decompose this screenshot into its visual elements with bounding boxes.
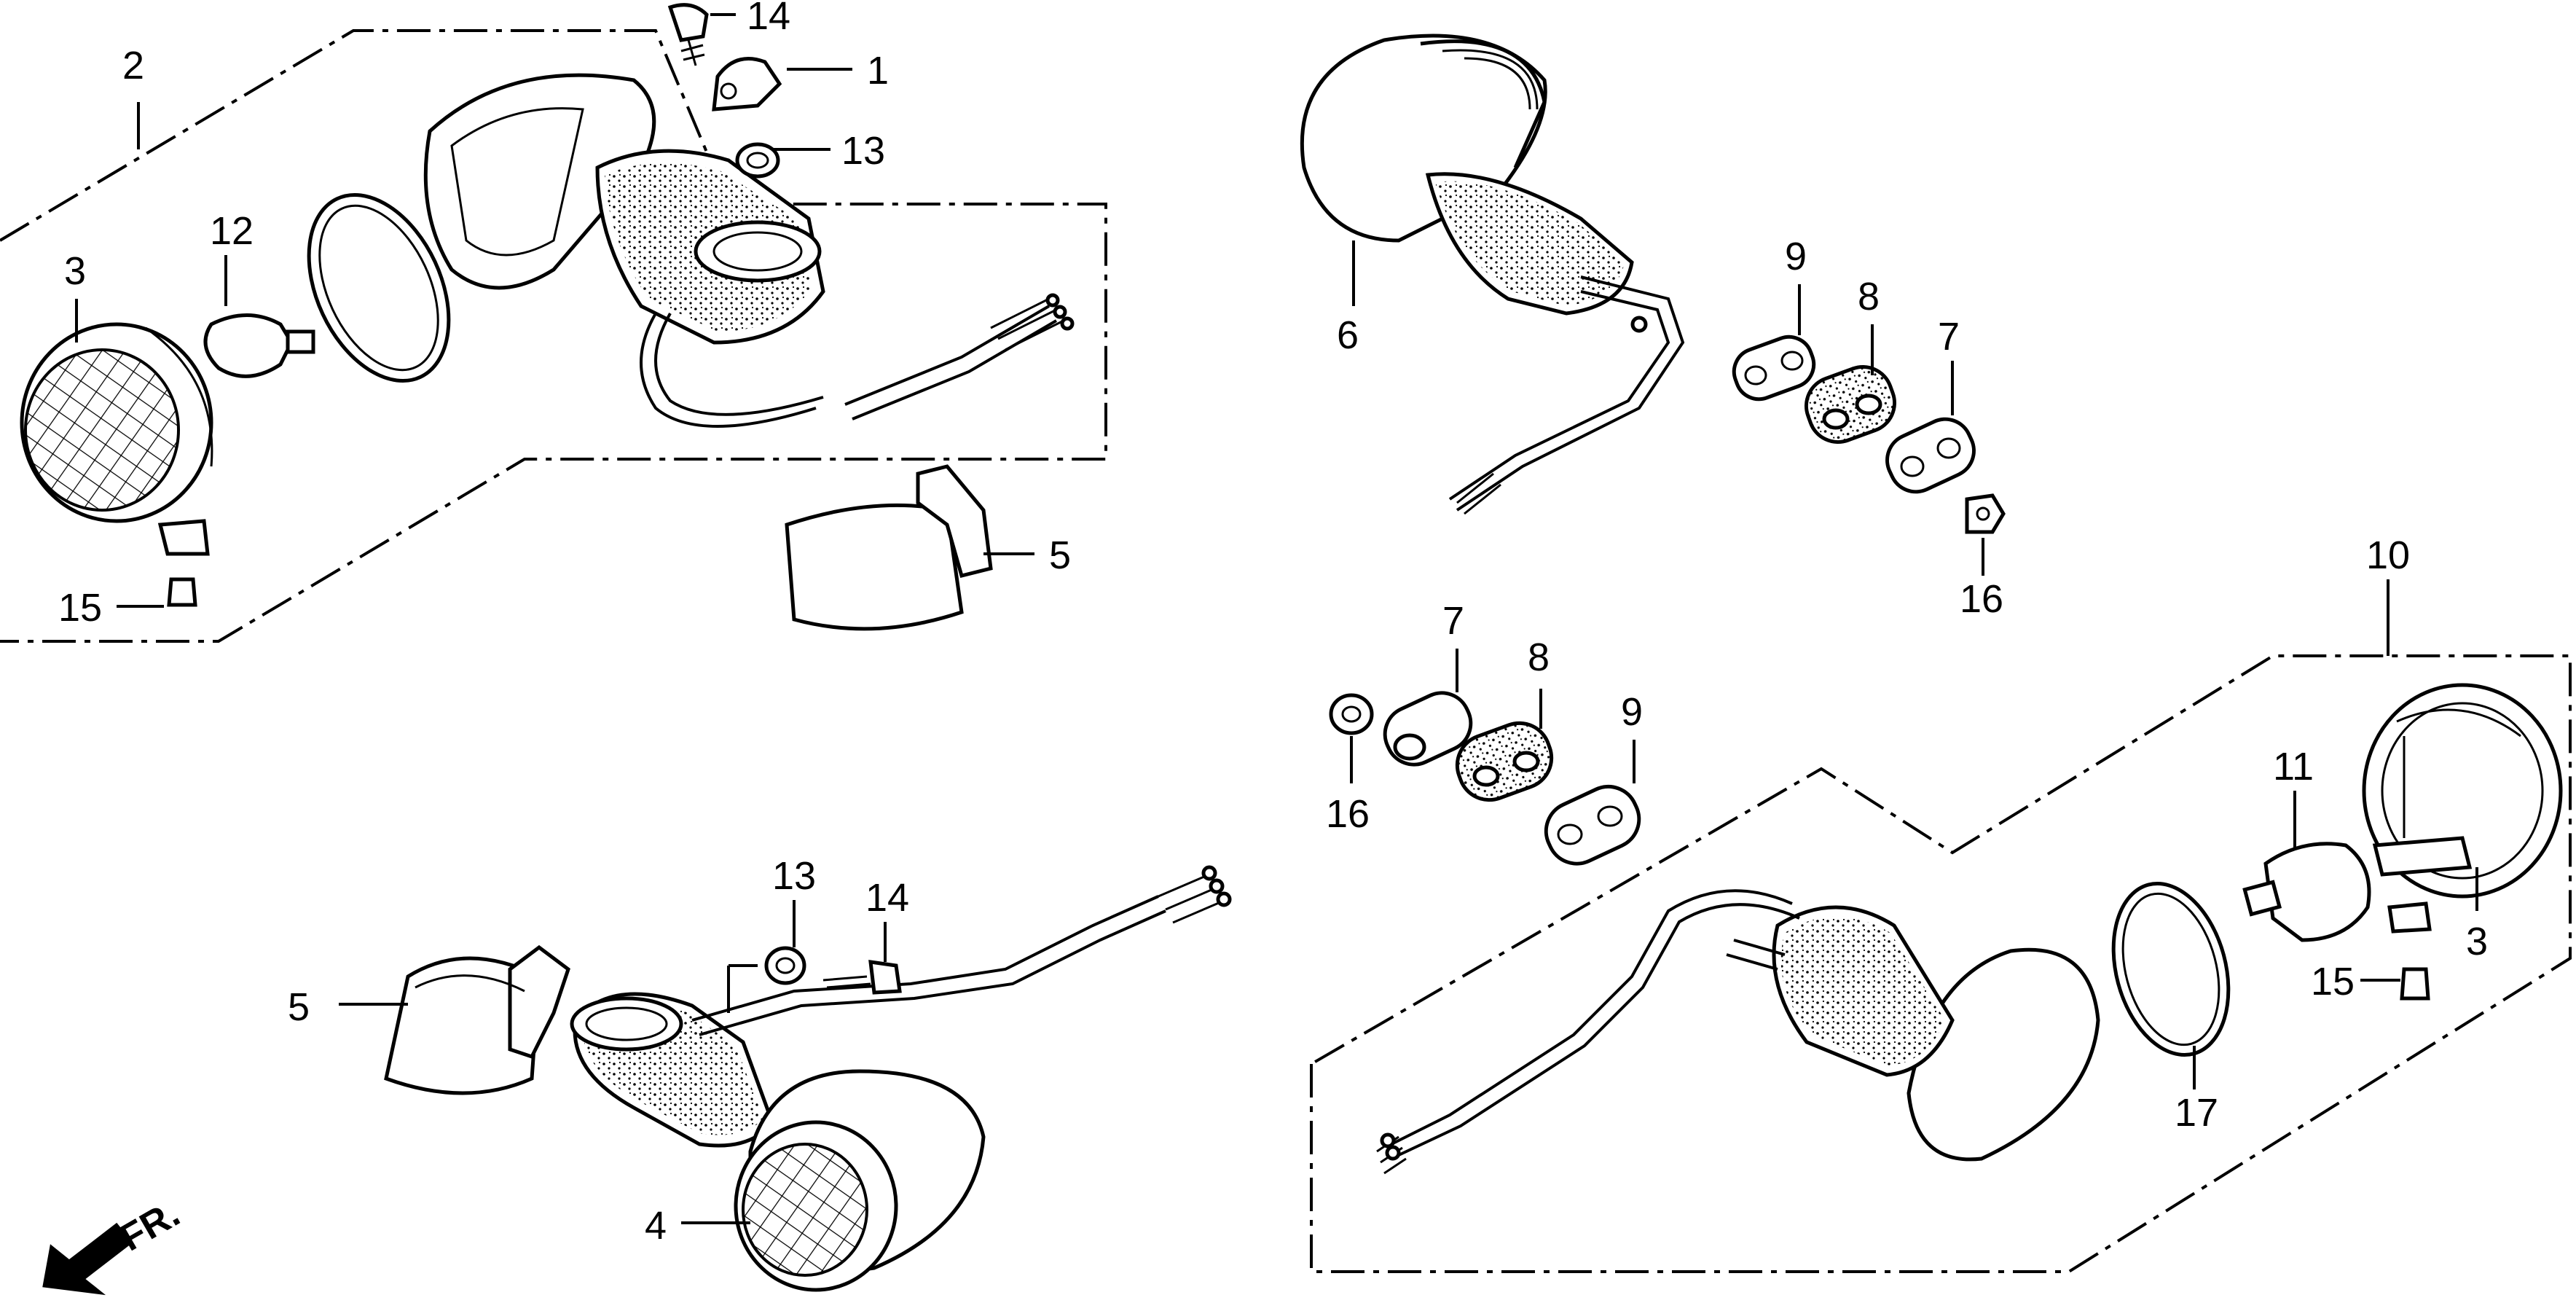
rear-right-assembly-frame [1310,654,2572,1273]
rear-right-winker-housing [1376,889,2100,1175]
callout-5-bottom: 5 [288,985,310,1029]
callout-15: 15 [58,586,102,630]
callout-8: 8 [1858,275,1880,318]
collar-top [735,142,780,179]
callout-5: 5 [1049,533,1071,577]
callout-7: 7 [1938,315,1960,359]
callout-6: 6 [1337,313,1359,357]
callout-13: 13 [841,129,885,173]
callout-17: 17 [2175,1091,2218,1135]
callout-13-bottom: 13 [772,854,816,898]
callout-14: 14 [747,0,790,38]
front-winker-screw [167,577,197,607]
rear-left-plate-upper [1732,334,1816,402]
callout-11: 11 [2273,745,2314,789]
rear-right-nut [1329,693,1374,735]
collar-bottom [764,946,806,985]
front-winker-housing [423,73,1075,428]
callout-7-rear: 7 [1442,599,1464,643]
callout-2: 2 [122,44,144,87]
front-winker-lens [20,322,213,523]
callout-15-rear: 15 [2311,960,2355,1003]
callout-3: 3 [64,249,86,293]
bolt-bottom [822,960,902,995]
front-winker-rim-ring [307,192,451,383]
harness-clamp [712,57,782,111]
front-winker-clip-nut [157,519,210,556]
front-winker-bulb [203,313,315,378]
bolt-top [667,3,709,66]
rear-left-nut [1965,493,2006,534]
callout-4: 4 [645,1204,667,1248]
callout-12: 12 [210,209,254,253]
rear-right-rubber [1455,721,1554,802]
rear-right-rim-ring [2111,881,2231,1057]
rear-right-lens [2362,683,2563,899]
callout-16: 16 [1960,577,2003,621]
rear-right-screw [2400,967,2430,1001]
front-direction-arrow: FR. [42,1192,187,1296]
callout-8-rear: 8 [1528,635,1550,679]
rear-right-clip-nut [2387,901,2432,934]
rear-left-plate-lower [1885,417,1976,494]
callout-9: 9 [1785,235,1807,278]
rear-left-winker [1300,34,1685,515]
front-left-winker-housing [570,865,1232,1292]
rear-right-bulb [2242,842,2371,942]
callout-16-rear: 16 [1326,792,1370,836]
rear-left-rubber-upper [1804,364,1897,445]
front-right-assembly-frame [0,29,1107,643]
leader-lines [75,13,2478,1224]
callout-14-bottom: 14 [865,876,909,920]
rear-right-plate-outer [1544,784,1641,866]
rear-right-plate-inner [1383,691,1473,767]
front-clamp-cover [785,464,993,631]
callout-9-rear: 9 [1621,690,1643,734]
callout-3-rear: 3 [2466,920,2488,963]
callout-10: 10 [2366,533,2410,577]
front-left-clamp-cover [384,944,570,1095]
front-direction-label: FR. [113,1192,187,1259]
callout-1: 1 [867,49,889,93]
